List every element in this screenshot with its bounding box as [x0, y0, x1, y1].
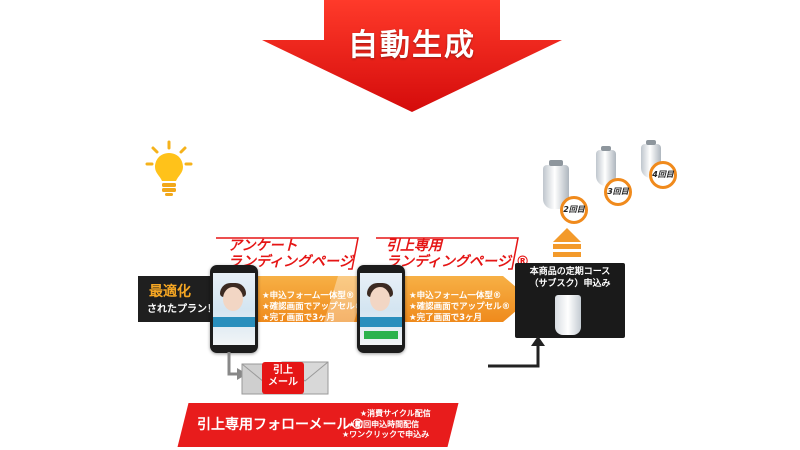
up-arrow-bar: [553, 252, 581, 257]
survey-lp-outline: [216, 237, 359, 270]
course-title: 本商品の定期コース （サブスク）申込み: [515, 266, 625, 290]
survey-lp-label-1: アンケート: [228, 238, 298, 254]
upsell-lp-label-2: ランディングページ ®: [386, 254, 530, 270]
feature-item: ★完了画面で3ヶ月: [409, 313, 483, 323]
lightbulb-icon: [145, 140, 193, 196]
follow-list: ★消費サイクル配信 ★初回申込時間配信 ★ワンクリックで申込み: [342, 409, 431, 441]
mail-label-line1: 引上: [273, 365, 293, 376]
feature-item: おまとめコースに変更: [419, 324, 504, 334]
feature-item: ★申込フォーム一体型®: [262, 291, 355, 301]
feature-item: ★確認画面でアップセル®: [262, 302, 364, 312]
tube-icon: [596, 150, 616, 186]
plan-subtitle: されたプラン！: [147, 304, 217, 315]
count-badge-3: 3回目: [604, 178, 632, 206]
upsell-phone-screen: [360, 273, 402, 345]
tube-cap: [549, 160, 563, 166]
course-title-line1: 本商品の定期コース: [529, 267, 611, 277]
feature-item: ★完了画面で3ヶ月: [262, 313, 336, 323]
survey-phone-screen: [213, 273, 255, 345]
feature-list-left: ★申込フォーム一体型® ★確認画面でアップセル® ★完了画面で3ヶ月 おまとめコ…: [262, 291, 363, 335]
banner-title: 自動生成: [348, 28, 476, 63]
feature-item: ★申込フォーム一体型®: [409, 291, 502, 301]
follow-item: ★消費サイクル配信: [360, 409, 431, 418]
mail-label: 引上 メール: [262, 365, 304, 389]
feature-list-right: ★申込フォーム一体型® ★確認画面でアップセル® ★完了画面で3ヶ月 おまとめコ…: [409, 291, 510, 335]
course-title-line2: （サブスク）申込み: [529, 279, 611, 289]
survey-lp-label-2: ランディングページ: [228, 254, 353, 270]
follow-title: 引上専用フォローメール®: [197, 417, 365, 433]
count-badge-4: 4回目: [649, 161, 677, 189]
count-badge-2: 2回目: [560, 196, 588, 224]
plan-box: 最適化 されたプラン！: [143, 278, 218, 322]
upsell-lp-label-1: 引上専用: [386, 238, 442, 254]
upsell-lp-outline: [376, 237, 519, 270]
return-arrow-icon: [488, 336, 545, 368]
follow-item: ★ワンクリックで申込み: [342, 430, 430, 439]
feature-item: おまとめコースに変更: [272, 324, 357, 334]
up-arrow-bar: [553, 244, 581, 249]
tube-cap: [646, 140, 656, 145]
follow-item: ★初回申込時間配信: [348, 419, 420, 429]
mail-label-line2: メール: [268, 377, 298, 388]
tube-cap: [601, 146, 611, 151]
upsell-phone: [357, 265, 405, 353]
tube-icon: [555, 295, 581, 335]
up-arrow-icon: [553, 228, 581, 242]
mail-badge: [262, 362, 304, 394]
top-down-arrow: [262, 0, 562, 112]
plan-title: 最適化: [149, 284, 191, 300]
feature-item: ★確認画面でアップセル®: [409, 302, 511, 312]
survey-phone: [210, 265, 258, 353]
